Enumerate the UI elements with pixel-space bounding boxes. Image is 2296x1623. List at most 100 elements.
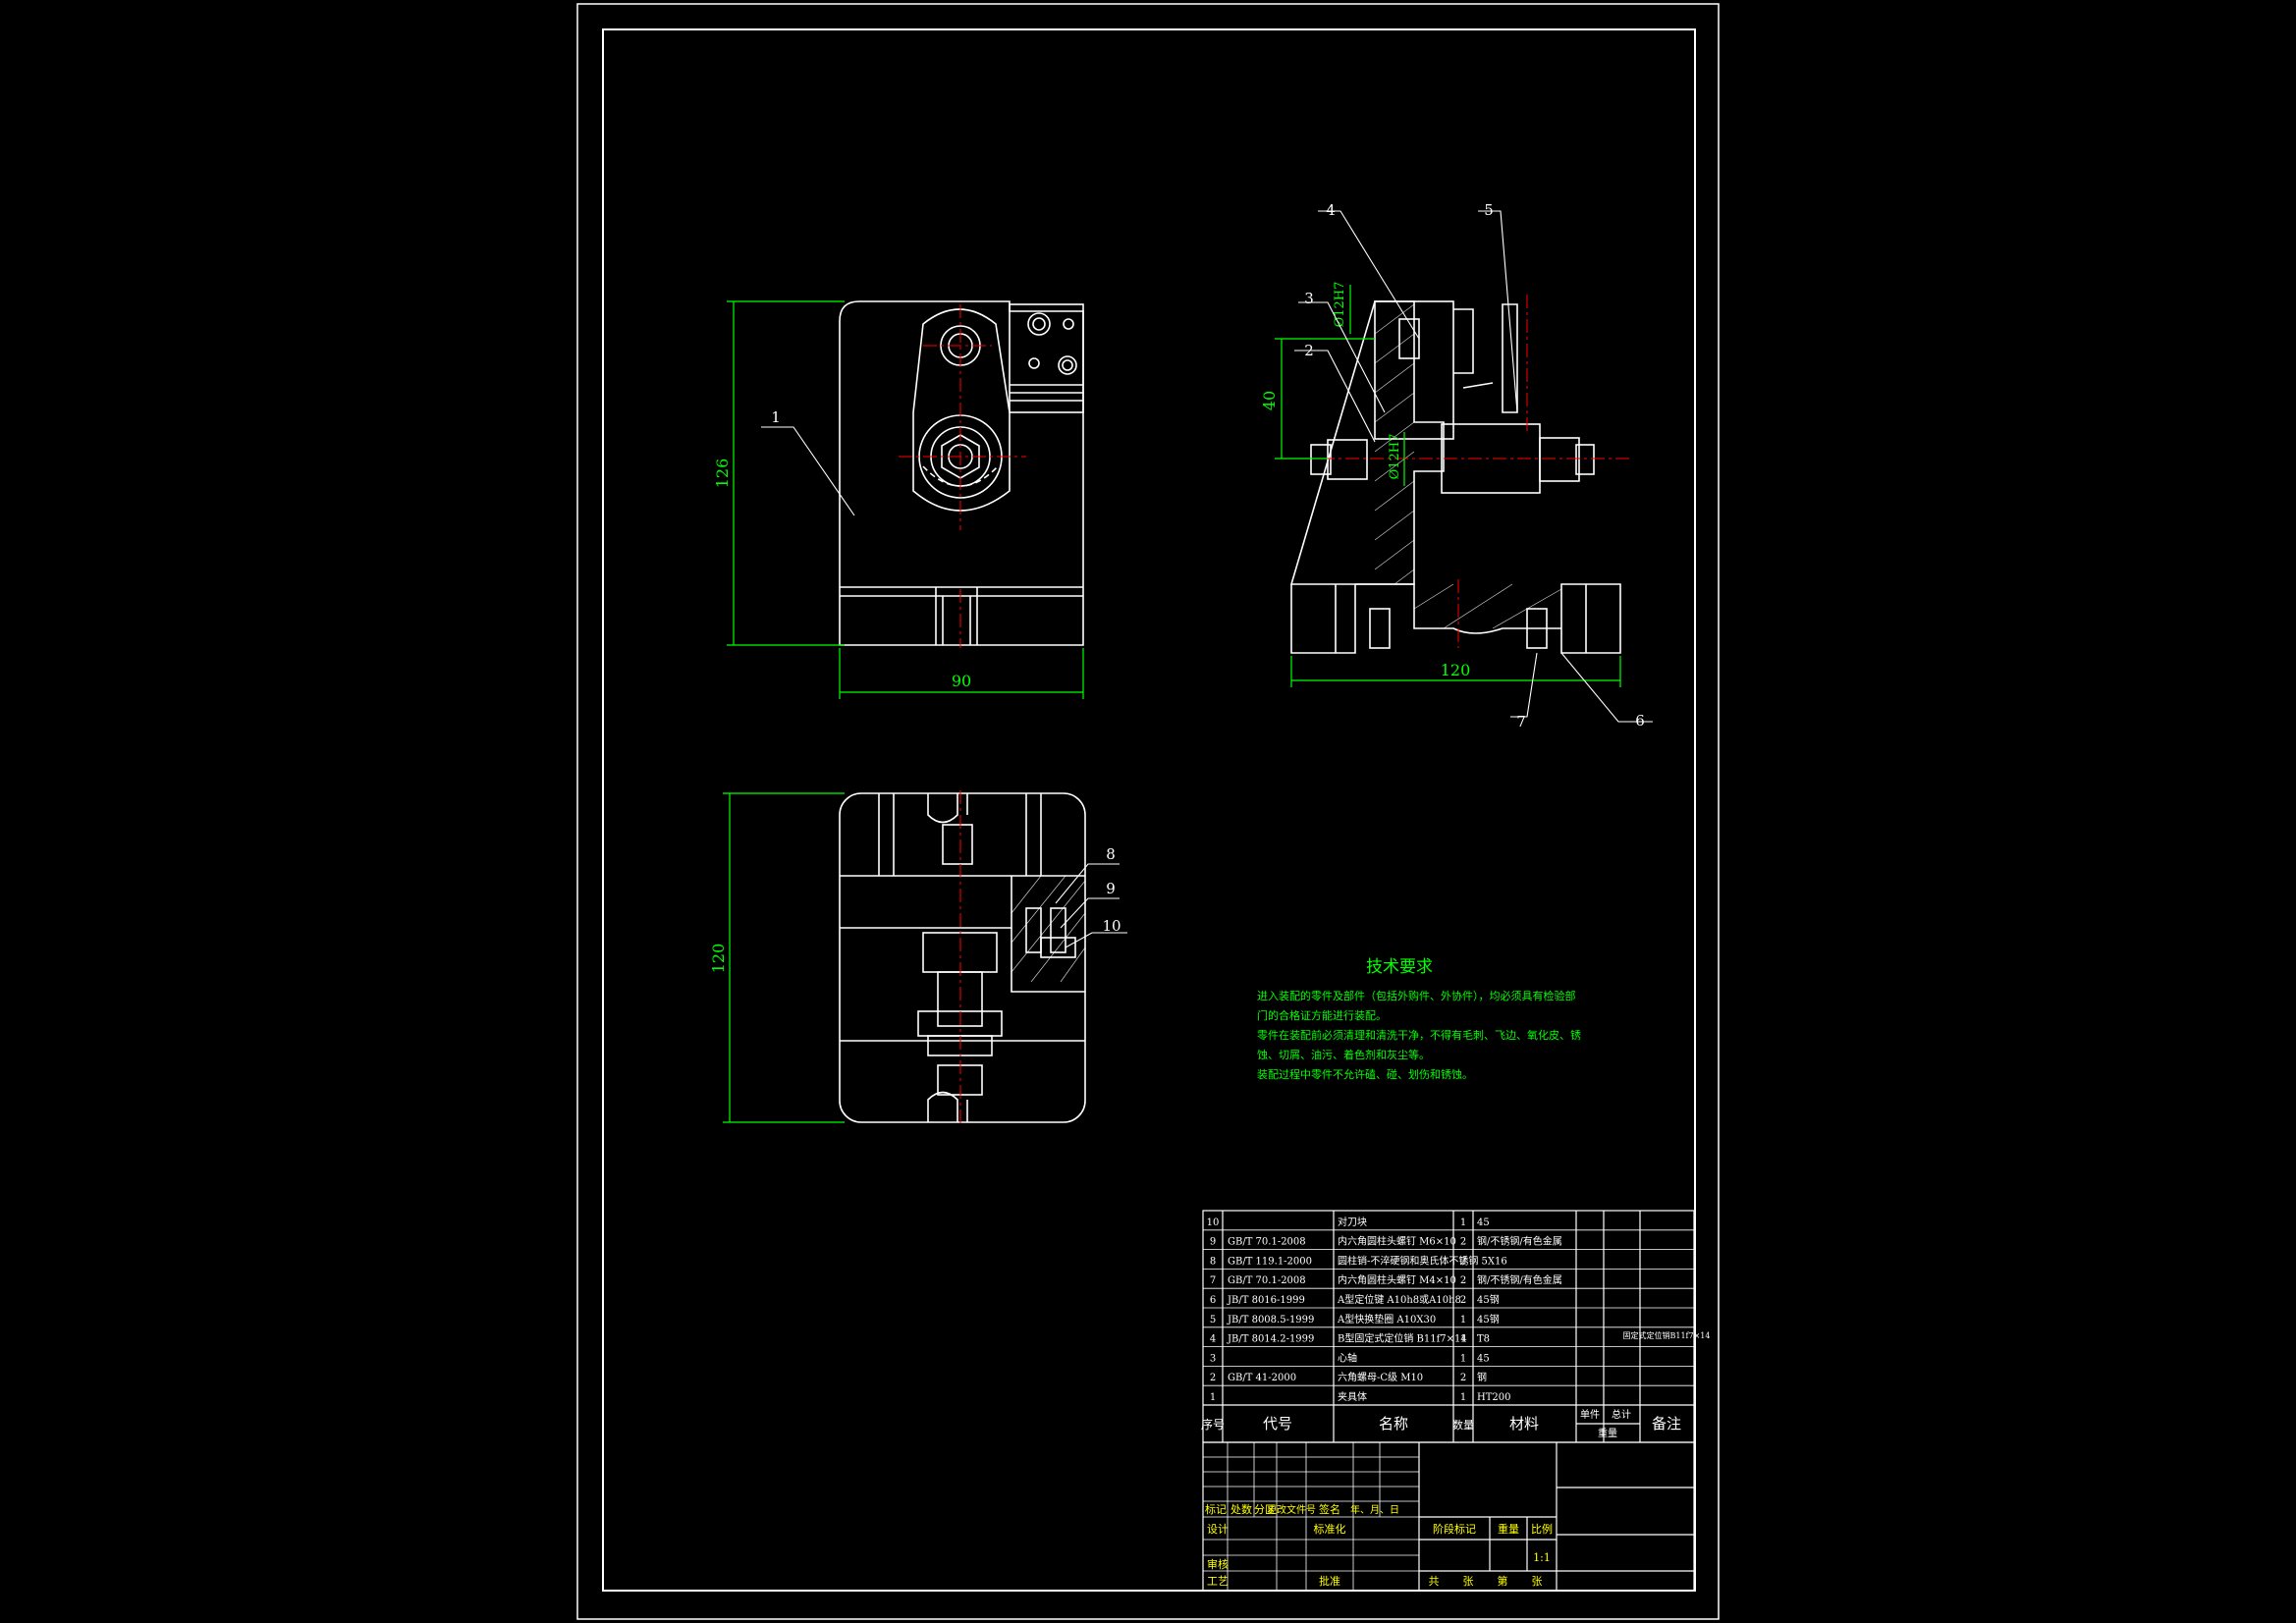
leader-lines xyxy=(761,210,1653,948)
balloon-9: 9 xyxy=(1106,880,1116,897)
bom-cell-no: 5 xyxy=(1210,1315,1216,1325)
front-centerlines xyxy=(899,304,1026,648)
dim-side-width: 120 xyxy=(1441,661,1471,679)
bom-header-no: 序号 xyxy=(1201,1417,1225,1432)
tb-label-mark: 标记 xyxy=(1205,1502,1227,1516)
top-view xyxy=(839,792,1086,1123)
bom-cell-name: B型固定式定位销 B11f7×14 xyxy=(1338,1332,1467,1345)
side-dimensions xyxy=(1275,285,1621,687)
bom-cell-name: A型定位键 A10h8或A10h8 xyxy=(1337,1293,1461,1306)
bom-cell-qty: 1 xyxy=(1460,1353,1466,1364)
bom-cell-qty: 1 xyxy=(1460,1217,1466,1228)
bom-cell-qty: 2 xyxy=(1460,1237,1466,1248)
bom-cell-mat: 45钢 xyxy=(1477,1293,1500,1306)
bom-cell-no: 10 xyxy=(1207,1217,1220,1228)
tb-design: 设计 xyxy=(1207,1523,1229,1536)
tb-stage: 阶段标记 xyxy=(1433,1522,1476,1536)
dim-top-height: 120 xyxy=(709,944,728,974)
dim-side-height: 40 xyxy=(1260,391,1279,410)
tb-label-date: 年、月、日 xyxy=(1350,1503,1399,1516)
balloon-5: 5 xyxy=(1484,201,1494,219)
titleblock-grid xyxy=(1202,1441,1695,1592)
balloon-7: 7 xyxy=(1516,713,1526,730)
bom-cell-code: JB/T 8016-1999 xyxy=(1227,1295,1305,1306)
bom-cell-name: 六角螺母-C级 M10 xyxy=(1338,1372,1423,1383)
tb-scale: 比例 xyxy=(1531,1522,1553,1536)
bom-cell-no: 8 xyxy=(1210,1256,1216,1267)
balloon-2: 2 xyxy=(1304,342,1314,359)
tech-line-2: 门的合格证方能进行装配。 xyxy=(1257,1008,1387,1022)
bom-cell-name: 心轴 xyxy=(1338,1351,1357,1364)
tb-sheets-unit1: 张 xyxy=(1463,1575,1474,1588)
tb-label-zone: 分区 xyxy=(1254,1503,1276,1516)
bom-cell-no: 2 xyxy=(1210,1373,1216,1383)
bom-cell-name: A型快换垫圈 A10X30 xyxy=(1337,1313,1436,1325)
tb-label-count: 处数 xyxy=(1230,1503,1252,1516)
bom-header-unit: 单件 xyxy=(1580,1409,1600,1421)
tech-title: 技术要求 xyxy=(1366,957,1433,977)
balloon-8: 8 xyxy=(1106,845,1116,863)
bom-cell-mat: T8 xyxy=(1477,1334,1490,1345)
bom-cell-qty: 2 xyxy=(1460,1295,1466,1306)
side-centerlines xyxy=(1296,295,1630,648)
bom-cell-no: 3 xyxy=(1210,1353,1216,1364)
bom-cell-name: 对刀块 xyxy=(1338,1216,1367,1228)
bom-header-weight: 重量 xyxy=(1598,1427,1617,1439)
bom-header-remark: 备注 xyxy=(1652,1415,1681,1433)
bom-cell-mat: 钢 xyxy=(1477,1371,1487,1383)
tb-label-sign: 签名 xyxy=(1319,1502,1340,1516)
top-hatch xyxy=(1011,875,1086,983)
bom-header-total: 总计 xyxy=(1612,1408,1631,1421)
dim-front-height: 126 xyxy=(713,459,732,489)
bom-cell-code: GB/T 70.1-2008 xyxy=(1228,1275,1306,1286)
tech-line-3: 零件在装配前必须清理和清洗干净，不得有毛刺、飞边、氧化皮、锈 xyxy=(1257,1028,1581,1042)
bom-cell-name: 内六角圆柱头螺钉 M4×10 xyxy=(1338,1273,1456,1286)
balloon-3: 3 xyxy=(1304,290,1314,307)
top-dimensions xyxy=(723,792,845,1123)
bom-cell-code: GB/T 119.1-2000 xyxy=(1228,1256,1312,1267)
tb-sheets-unit2: 张 xyxy=(1532,1575,1543,1588)
bom-cell-code: GB/T 41-2000 xyxy=(1228,1373,1296,1383)
bom-cell-name: 内六角圆柱头螺钉 M6×10 xyxy=(1338,1235,1456,1248)
bom-cell-mat: HT200 xyxy=(1477,1392,1510,1403)
bom-cell-mat: 钢/不锈钢/有色金属 xyxy=(1477,1235,1562,1248)
bom-header-code: 代号 xyxy=(1263,1415,1292,1433)
dim-dia-top: Ø12H7 xyxy=(1333,282,1347,328)
balloon-1: 1 xyxy=(771,408,781,426)
bom-cell-qty: 2 xyxy=(1460,1275,1466,1286)
bom-cell-code: GB/T 70.1-2008 xyxy=(1228,1237,1306,1248)
bom-cell-no: 6 xyxy=(1210,1295,1216,1306)
tb-scale-value: 1:1 xyxy=(1533,1551,1551,1564)
balloon-6: 6 xyxy=(1635,712,1645,730)
outer-border xyxy=(576,3,1720,1620)
bom-cell-mat: 45钢 xyxy=(1477,1313,1500,1325)
bom-cell-code: JB/T 8008.5-1999 xyxy=(1227,1315,1314,1325)
bom-row-lines xyxy=(1203,1229,1694,1386)
tech-line-1: 进入装配的零件及部件（包括外购件、外协件），均必须具有检验部 xyxy=(1257,989,1576,1002)
dim-front-width: 90 xyxy=(952,672,971,690)
inner-border xyxy=(602,28,1696,1592)
dim-dia-mid: Ø12H7 xyxy=(1388,434,1402,480)
bom-cell-qty: 2 xyxy=(1460,1256,1466,1267)
bom-cell-mat: 45 xyxy=(1477,1353,1490,1364)
tb-sheets-total: 共 xyxy=(1429,1575,1440,1588)
bom-cell-qty: 1 xyxy=(1460,1334,1466,1345)
bom-header-qty: 数量 xyxy=(1452,1419,1474,1432)
bom-note-row4: 固定式定位销B11f7×14 xyxy=(1623,1330,1711,1340)
tech-line-4: 蚀、切屑、油污、着色剂和灰尘等。 xyxy=(1257,1048,1430,1061)
bom-cell-qty: 1 xyxy=(1460,1392,1466,1403)
titleblock-left-lines xyxy=(1203,1442,1419,1591)
tb-review: 审核 xyxy=(1207,1557,1229,1571)
tech-line-5: 装配过程中零件不允许磕、碰、划伤和锈蚀。 xyxy=(1257,1067,1473,1081)
balloon-10: 10 xyxy=(1102,917,1121,935)
bom-cell-qty: 2 xyxy=(1460,1373,1466,1383)
bom-cell-name: 夹具体 xyxy=(1338,1390,1367,1403)
balloon-4: 4 xyxy=(1326,201,1336,219)
bom-cell-qty: 1 xyxy=(1460,1315,1466,1325)
bom-cell-no: 7 xyxy=(1210,1275,1216,1286)
bom-header-name: 名称 xyxy=(1379,1415,1408,1433)
bom-cell-code: JB/T 8014.2-1999 xyxy=(1227,1334,1314,1345)
tb-label-change: 更改文件号 xyxy=(1267,1503,1316,1516)
